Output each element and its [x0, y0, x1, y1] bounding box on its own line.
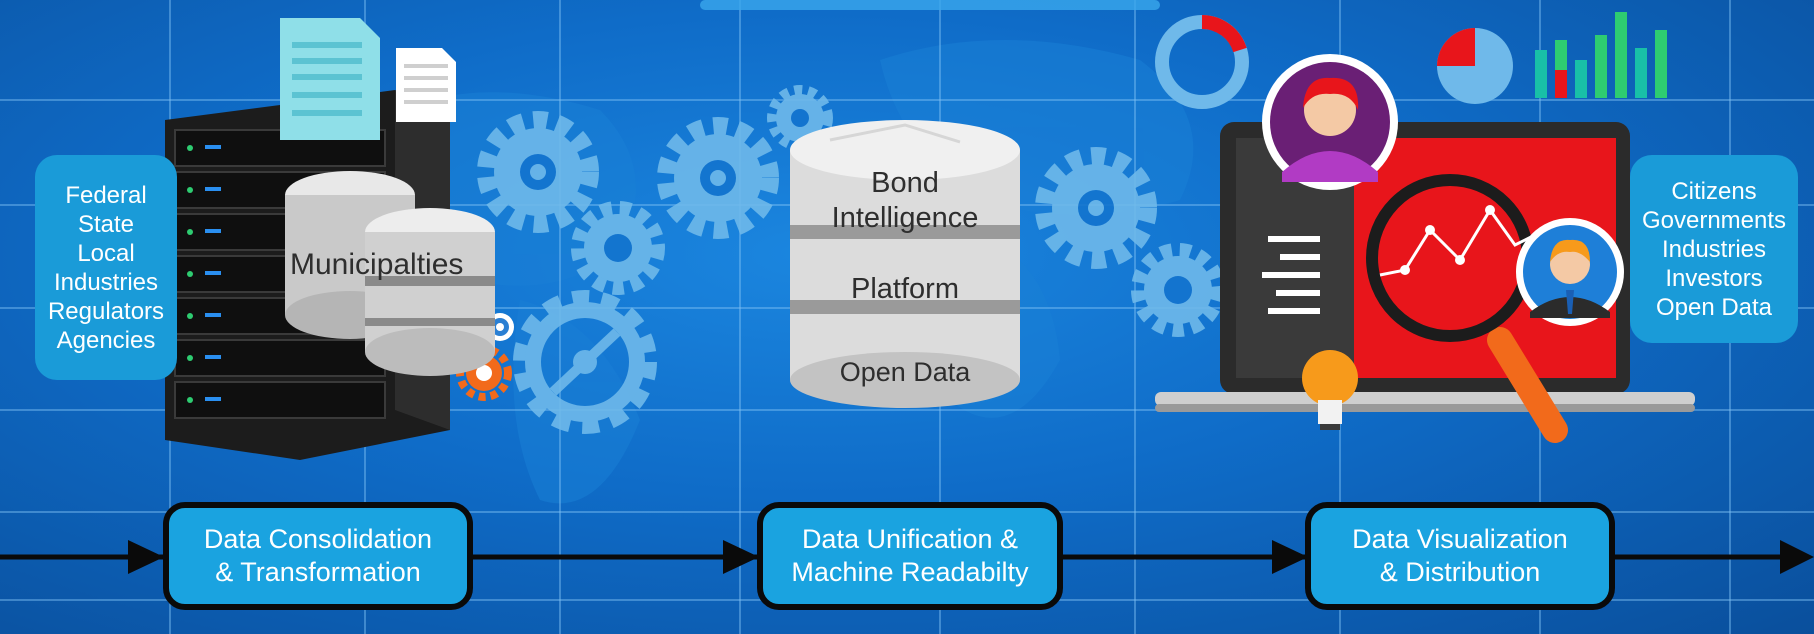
audiences-box: Citizens Governments Industries Investor…	[1630, 155, 1798, 343]
platform-label-line4: Open Data	[839, 357, 971, 387]
arrow-icon	[723, 540, 759, 574]
platform-label-line2: Intelligence	[831, 202, 979, 234]
arrow-icon	[128, 540, 164, 574]
platform-database-icon	[790, 120, 1020, 408]
step-label-line1: Data Consolidation	[203, 524, 433, 554]
source-item: State	[77, 210, 135, 238]
source-item: Industries	[53, 268, 159, 296]
source-item: Federal	[65, 181, 147, 209]
document-icon	[280, 18, 380, 140]
audience-item: Governments	[1641, 206, 1787, 234]
pie-chart-icon	[1437, 28, 1513, 104]
audience-item: Citizens	[1671, 177, 1757, 205]
step-data-unification: Data Unification & Machine Readabilty	[757, 502, 1063, 610]
man-avatar-icon	[1516, 218, 1624, 326]
arrow-icon	[1780, 540, 1814, 574]
step-label-line1: Data Unification &	[801, 524, 1019, 554]
step-data-visualization: Data Visualization & Distribution	[1305, 502, 1615, 610]
audience-item: Open Data	[1655, 293, 1773, 321]
source-item: Agencies	[56, 326, 156, 354]
municipality-database-icon	[285, 171, 495, 376]
step-label-line1: Data Visualization	[1352, 524, 1568, 554]
magnifier-icon	[1366, 174, 1568, 443]
source-item: Local	[77, 239, 135, 267]
gear-icons	[477, 85, 1225, 434]
audience-item: Industries	[1661, 235, 1767, 263]
step-label-line2: & Transformation	[215, 557, 421, 587]
woman-avatar-icon	[1262, 54, 1398, 190]
lightbulb-icon	[1302, 350, 1358, 430]
donut-chart-icon	[1155, 15, 1249, 109]
arrow-icon	[1272, 540, 1308, 574]
municipalities-label: Municipalties	[290, 248, 464, 281]
step-data-consolidation: Data Consolidation & Transformation	[163, 502, 473, 610]
source-item: Regulators	[47, 297, 165, 325]
bar-chart-icon	[1535, 12, 1667, 98]
platform-label-line1: Bond	[871, 167, 939, 199]
audience-item: Investors	[1665, 264, 1763, 292]
data-sources-box: Federal State Local Industries Regulator…	[35, 155, 177, 380]
step-label-line2: & Distribution	[1379, 557, 1541, 587]
paper-icon	[396, 48, 456, 122]
platform-label-line3: Platform	[851, 273, 959, 305]
step-label-line2: Machine Readabilty	[791, 557, 1029, 587]
